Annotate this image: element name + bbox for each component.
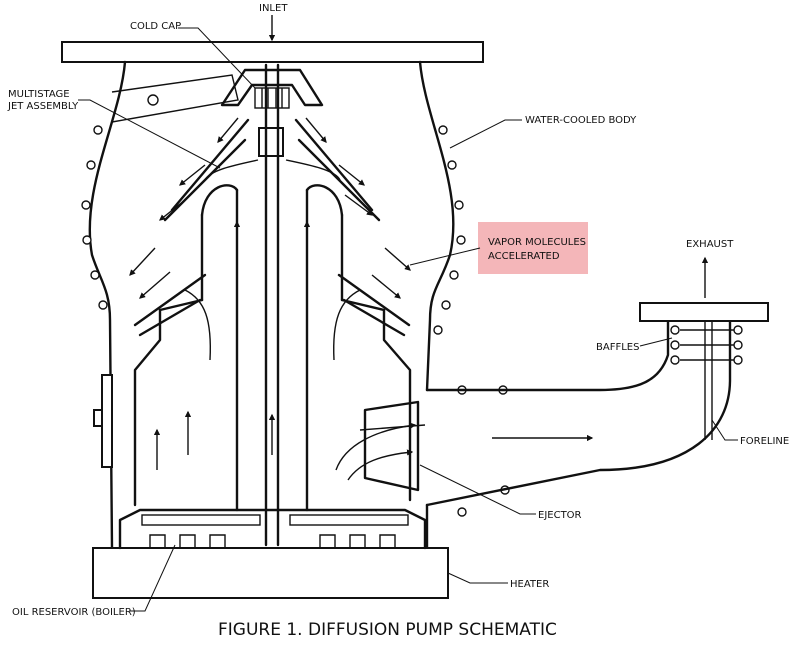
baffles-label: BAFFLES <box>596 342 639 353</box>
oil-reservoir-label: OIL RESERVOIR (BOILER) <box>12 607 136 618</box>
multistage-label-line1: MULTISTAGE <box>8 89 70 100</box>
heater-label: HEATER <box>510 579 549 590</box>
boiler-heater <box>92 508 449 599</box>
multistage-label-line2: JET ASSEMBLY <box>7 101 79 112</box>
vapor-arrows <box>129 117 411 299</box>
jet-assembly <box>133 63 412 547</box>
cold-cap <box>220 68 324 109</box>
foreline-label: FORELINE <box>740 436 789 447</box>
upflow-arrows <box>153 220 311 470</box>
vapor-highlight <box>478 222 588 274</box>
inlet-label: INLET <box>259 3 288 14</box>
foreline-duct <box>425 318 732 507</box>
exhaust-assembly <box>639 256 769 365</box>
side-flange <box>93 374 113 468</box>
cooling-coils <box>81 125 510 517</box>
exhaust-label: EXHAUST <box>686 239 734 250</box>
ejector-label: EJECTOR <box>538 510 582 521</box>
support-strut <box>111 74 239 123</box>
cold-cap-label: COLD CAP <box>130 21 181 32</box>
inlet-flange <box>61 41 484 63</box>
water-cooled-body-label: WATER-COOLED BODY <box>525 115 637 126</box>
figure-caption: FIGURE 1. DIFFUSION PUMP SCHEMATIC <box>218 620 557 640</box>
ejector <box>335 400 426 492</box>
vapor-flow-curves <box>184 159 361 361</box>
vapor-label-line1: VAPOR MOLECULES <box>488 237 586 248</box>
vapor-label-line2: ACCELERATED <box>488 251 560 262</box>
leader-lines <box>78 27 738 612</box>
pump-body <box>88 60 455 550</box>
